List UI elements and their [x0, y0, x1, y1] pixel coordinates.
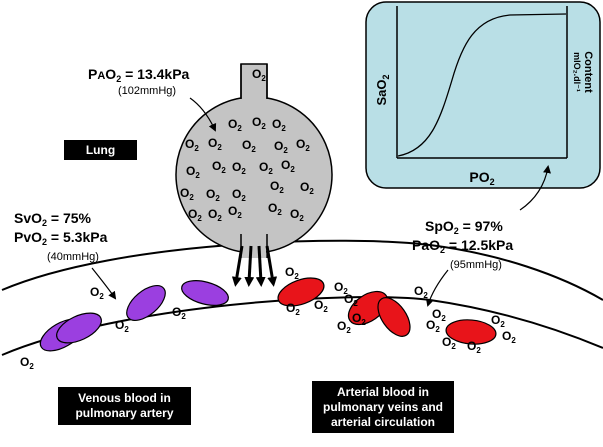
o2-molecule: O2 — [296, 137, 310, 153]
arterial-blood-box: Arterial blood in pulmonary veins and ar… — [312, 381, 454, 433]
alveolus-neck-fill — [242, 228, 266, 258]
venous-cell — [181, 280, 229, 306]
arterial-cell — [277, 277, 325, 307]
arterial-pao2-label: PaO2 = 12.5kPa — [412, 237, 514, 255]
graph-background — [365, 1, 601, 189]
arrow-to-graph — [519, 165, 551, 211]
o2-molecule: O2 — [268, 201, 282, 217]
o2-molecule: O2 — [442, 335, 456, 351]
diffusion-arrow-1 — [231, 245, 244, 287]
o2-molecule: O2 — [491, 313, 505, 329]
o2-molecule: O2 — [242, 138, 256, 154]
o2-molecule: O2 — [467, 339, 481, 355]
venous-cells — [39, 280, 229, 352]
o2-molecule: O2 — [286, 301, 300, 317]
o2-molecule: O2 — [426, 318, 440, 334]
o2-molecule: O2 — [337, 319, 351, 335]
alveolar-pao2-label: PAO2 = 13.4kPa — [88, 66, 190, 84]
diffusion-arrows — [231, 245, 278, 287]
spo2-label: SpO2 = 97% — [425, 218, 503, 236]
o2-molecule: O2 — [290, 207, 304, 223]
venous-cell — [126, 284, 166, 322]
graph-x-axis-label: PO2 — [469, 169, 494, 187]
lung-label-box: Lung — [64, 140, 137, 160]
o2-molecule: O2 — [208, 207, 222, 223]
arterial-pao2-mmhg: (95mmHg) — [450, 259, 502, 271]
o2-molecule: O2 — [274, 139, 288, 155]
o2-molecule: O2 — [252, 67, 266, 83]
alveolus — [175, 63, 333, 258]
vessel-lower-wall — [1, 296, 603, 356]
pvo2-label: PvO2 = 5.3kPa — [14, 229, 108, 247]
pvo2-mmhg: (40mmHg) — [47, 251, 99, 263]
venous-cell — [56, 312, 102, 344]
o2-molecule: O2 — [228, 117, 242, 133]
arterial-cells — [277, 277, 497, 345]
alveolar-pao2-mmhg: (102mmHg) — [118, 85, 177, 97]
o2-molecule: O2 — [188, 207, 202, 223]
airway-fill-patch — [242, 92, 266, 106]
o2-molecule: O2 — [252, 115, 266, 131]
diffusion-arrow-4 — [265, 245, 278, 287]
o2-molecule: O2 — [270, 179, 284, 195]
o2-molecule: O2 — [300, 180, 314, 196]
arterial-cell — [377, 297, 411, 337]
o2-molecule: O2 — [502, 329, 516, 345]
venous-blood-box: Venous blood in pulmonary artery — [58, 387, 191, 425]
o2-molecule: O2 — [185, 137, 199, 153]
arterial-cell — [347, 290, 389, 326]
pulmonary-vessel — [1, 239, 603, 356]
o2-molecule: O2 — [180, 186, 194, 202]
o2-molecule: O2 — [285, 265, 299, 281]
graph-y-axis-label: SaO2 — [374, 74, 391, 105]
o2-molecule: O2 — [172, 305, 186, 321]
arrow-venous — [91, 267, 117, 300]
o2-molecule: O2 — [212, 159, 226, 175]
graph-right-axis-unit: mlO₂.dl⁻¹ — [572, 52, 582, 92]
diffusion-arrow-2 — [244, 245, 255, 287]
o2-molecule: O2 — [414, 284, 428, 300]
o2-molecule: O2 — [115, 318, 129, 334]
o2-molecule: O2 — [344, 292, 358, 308]
o2-molecule: O2 — [186, 164, 200, 180]
dissociation-graph: SaO2 Content mlO₂.dl⁻¹ PO2 — [365, 1, 601, 189]
arrow-arterial — [425, 269, 449, 307]
o2-molecule: O2 — [20, 355, 34, 371]
arrow-alveolar-pao2 — [189, 97, 217, 132]
o2-molecule: O2 — [206, 187, 220, 203]
svo2-label: SvO2 = 75% — [14, 210, 92, 228]
o2-molecule: O2 — [314, 298, 328, 314]
pointer-arrows — [91, 97, 551, 307]
graph-right-axis-label: Content — [582, 51, 594, 93]
o2-molecule: O2 — [228, 204, 242, 220]
o2-molecule: O2 — [232, 187, 246, 203]
o2-molecule: O2 — [281, 158, 295, 174]
o2-molecule: O2 — [272, 117, 286, 133]
diffusion-arrow-3 — [255, 245, 266, 287]
o2-molecule: O2 — [259, 160, 273, 176]
dissociation-curve — [397, 13, 567, 157]
arterial-cell — [445, 319, 497, 345]
o2-molecule: O2 — [232, 160, 246, 176]
o2-molecule: O2 — [432, 307, 446, 323]
vessel-upper-wall — [1, 239, 603, 301]
o2-molecule: O2 — [352, 311, 366, 327]
o2-molecule: O2 — [90, 285, 104, 301]
o2-molecule: O2 — [208, 136, 222, 152]
o2-molecule: O2 — [334, 280, 348, 296]
